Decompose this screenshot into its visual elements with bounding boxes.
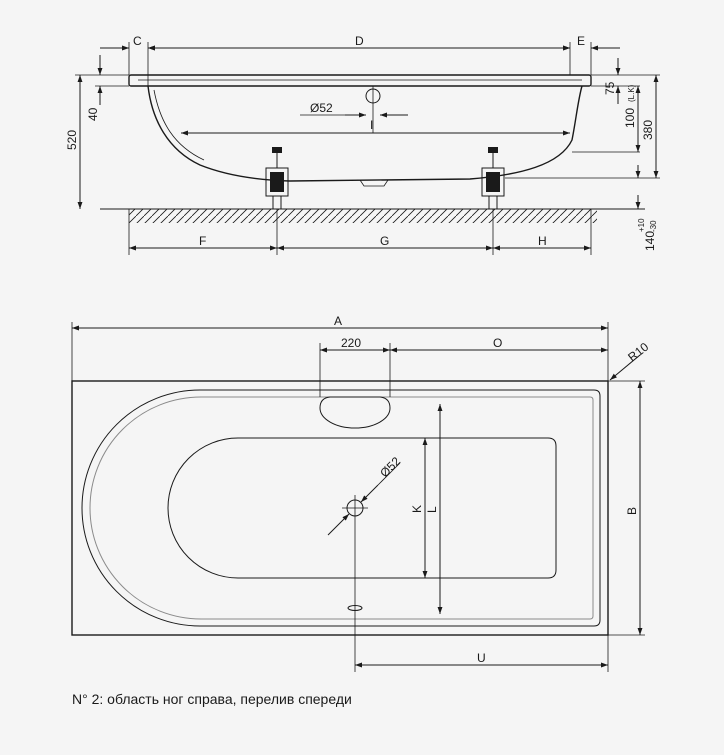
tub-rim bbox=[128, 74, 592, 87]
dim-b-label: B bbox=[625, 507, 639, 515]
dim-o-label: O bbox=[493, 336, 502, 350]
dim-g-label: G bbox=[380, 234, 389, 248]
inner-basin bbox=[167, 437, 557, 579]
top-drain-label: Ø52 bbox=[377, 454, 403, 480]
tub-body-profile bbox=[147, 85, 583, 182]
dim-40-label: 40 bbox=[86, 107, 100, 121]
dim-tol-minus: -30 bbox=[649, 220, 658, 232]
floor-hatching bbox=[129, 209, 597, 223]
dim-h-label: H bbox=[538, 234, 547, 248]
dim-e-label: E bbox=[577, 34, 585, 48]
tub-outline bbox=[71, 380, 609, 636]
dim-u-label: U bbox=[477, 651, 486, 665]
dim-right-verticals: 75 100 (L.K) 380 140 +10 -30 bbox=[505, 58, 660, 251]
dim-k-label: K bbox=[410, 505, 424, 513]
drawing-caption: N° 2: область ног справа, перелив сперед… bbox=[72, 691, 352, 707]
dim-c-label: C bbox=[133, 34, 142, 48]
dim-220-label: 220 bbox=[341, 336, 361, 350]
dim-380-label: 380 bbox=[641, 120, 655, 140]
drain-outlet bbox=[359, 179, 389, 187]
foot-left bbox=[265, 147, 289, 210]
dim-75-label: 75 bbox=[603, 81, 617, 95]
dim-tol-plus: +10 bbox=[637, 218, 646, 232]
dim-520-label: 520 bbox=[65, 130, 79, 150]
dim-100-note: (L.K) bbox=[627, 84, 636, 102]
side-drain-label: Ø52 bbox=[310, 101, 333, 115]
dim-f-label: F bbox=[199, 234, 206, 248]
dim-l-label: L bbox=[425, 506, 439, 513]
dim-140-label: 140 bbox=[643, 231, 657, 251]
dim-left-verticals: 520 40 bbox=[65, 55, 129, 209]
r10-leader bbox=[609, 354, 641, 381]
top-view: Ø52 A 220 O R10 K L B U bbox=[71, 314, 651, 672]
dim-bottom-row: F G H bbox=[128, 209, 592, 255]
rim-contour bbox=[81, 389, 601, 627]
overflow-cutout bbox=[319, 396, 391, 429]
dim-i-label: I bbox=[370, 118, 373, 132]
side-view: Ø52 I bbox=[65, 34, 660, 255]
dim-100-label: 100 bbox=[623, 108, 637, 128]
dim-a-label: A bbox=[334, 314, 342, 328]
dim-top-row: C D E bbox=[100, 34, 620, 86]
dim-d-label: D bbox=[355, 34, 364, 48]
foot-right bbox=[481, 147, 505, 210]
r10-label: R10 bbox=[625, 340, 651, 365]
